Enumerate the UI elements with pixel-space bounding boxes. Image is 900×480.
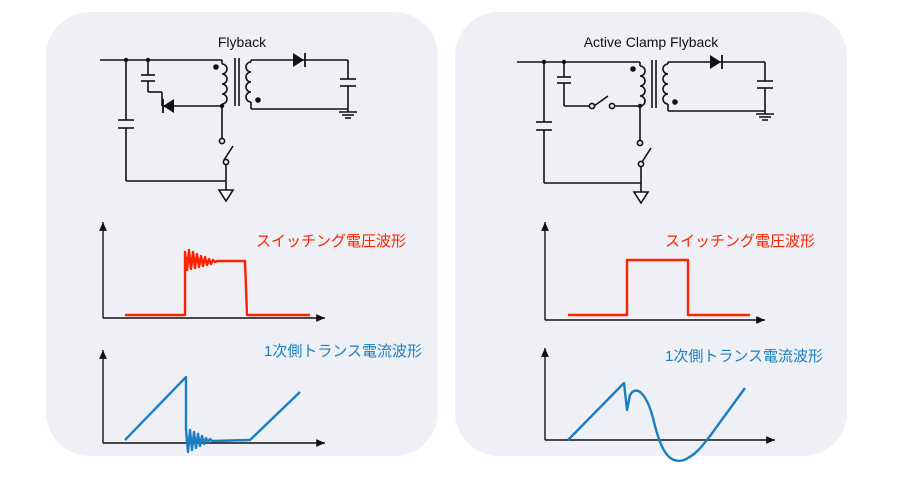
waveform-axes bbox=[99, 222, 775, 447]
acf-circuit-fills bbox=[541, 55, 721, 109]
flyback-panel: Flyback bbox=[46, 12, 438, 456]
acf-current-label: 1次側トランス電流波形 bbox=[665, 348, 824, 365]
flyback-current-label: 1次側トランス電流波形 bbox=[264, 343, 423, 360]
acf-circuit bbox=[517, 60, 774, 192]
flyback-circuit-fills bbox=[123, 53, 304, 113]
flyback-circuit bbox=[100, 58, 357, 190]
flyback-voltage-waveform bbox=[125, 248, 310, 317]
active-clamp-flyback-title: Active Clamp Flyback bbox=[583, 34, 719, 50]
flyback-current-waveform bbox=[124, 375, 301, 454]
flyback-voltage-label: スイッチング電圧波形 bbox=[256, 233, 407, 250]
active-clamp-flyback-panel: Active Clamp Flyback bbox=[455, 12, 847, 456]
acf-current-waveform bbox=[567, 381, 746, 463]
flyback-title: Flyback bbox=[217, 34, 267, 50]
acf-voltage-label: スイッチング電圧波形 bbox=[665, 233, 816, 250]
acf-voltage-waveform bbox=[568, 258, 750, 317]
